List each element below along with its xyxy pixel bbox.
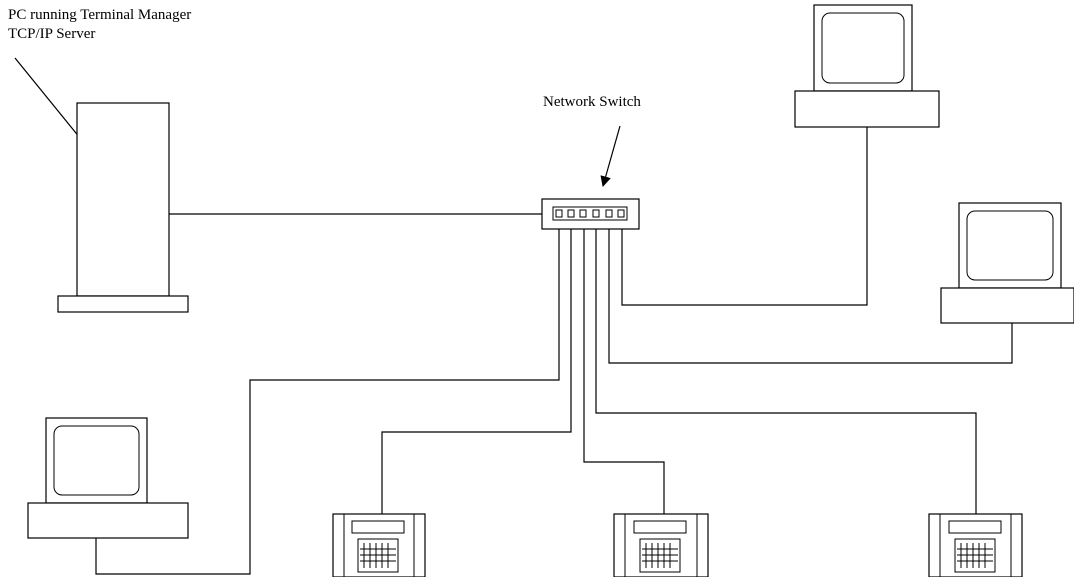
time-clock-terminal-icon (928, 513, 1023, 577)
time-clock-terminal-icon (613, 513, 709, 577)
switch-callout-arrow (600, 125, 621, 188)
cable-switch-workstation-right (608, 229, 1013, 364)
server-label: PC running Terminal Manager TCP/IP Serve… (8, 6, 191, 44)
desktop-computer-icon (794, 4, 940, 128)
cable-switch-terminal-2 (583, 229, 665, 514)
tower-server-icon (57, 102, 189, 313)
cable-switch-workstation-top-right (621, 127, 868, 306)
server-label-line2: TCP/IP Server (8, 26, 96, 42)
cables (95, 127, 1013, 575)
cable-switch-terminal-1 (381, 229, 572, 514)
switch-label: Network Switch (543, 94, 641, 110)
cable-switch-terminal-3 (595, 229, 977, 514)
network-switch-icon (541, 198, 640, 230)
desktop-computer-icon (940, 202, 1074, 324)
cable-switch-workstation-left (95, 229, 560, 575)
server-label-line1: PC running Terminal Manager (8, 7, 192, 23)
desktop-computer-icon (27, 417, 189, 539)
time-clock-terminal-icon (332, 513, 426, 577)
